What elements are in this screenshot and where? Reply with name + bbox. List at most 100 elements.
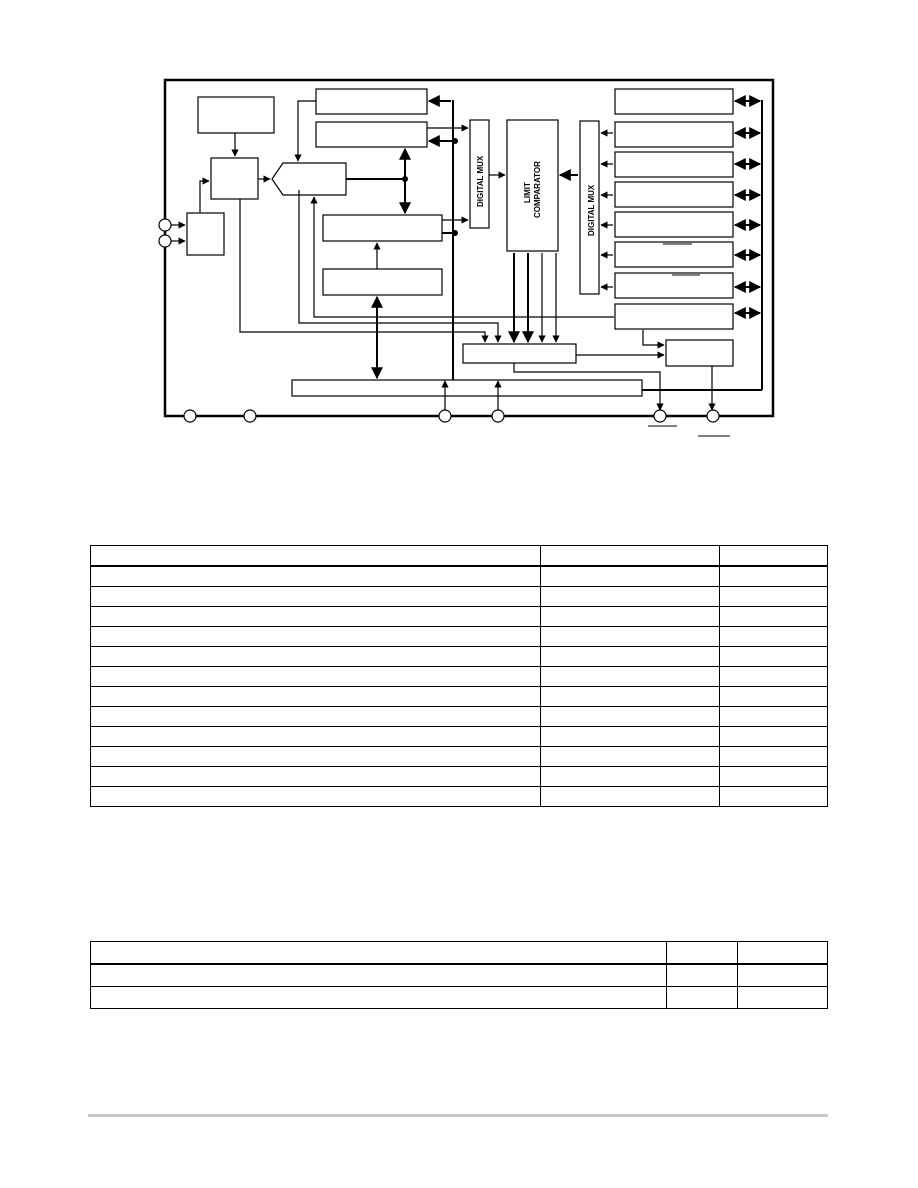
digital-mux-left bbox=[469, 119, 490, 229]
pin-bottom-4 bbox=[491, 409, 505, 423]
block-diagram: DIGITAL MUX LIMIT COMPARATOR DIGITAL MUX bbox=[158, 78, 775, 437]
table-cell bbox=[540, 666, 721, 687]
table-cell bbox=[89, 606, 542, 627]
pin-input-1 bbox=[158, 218, 172, 232]
table-cell bbox=[540, 686, 721, 707]
table-row bbox=[89, 963, 828, 987]
limit-comparator bbox=[506, 119, 559, 252]
table-row bbox=[89, 666, 828, 687]
table-cell bbox=[540, 706, 721, 727]
table-row bbox=[89, 986, 828, 1009]
chip-outline bbox=[163, 78, 775, 418]
pin-input-2 bbox=[158, 234, 172, 248]
block-input-buffer bbox=[186, 212, 225, 256]
table-cell bbox=[540, 606, 721, 627]
limit-comparator-label-2: COMPARATOR bbox=[533, 161, 542, 218]
limit-register-2 bbox=[614, 121, 734, 148]
table-cell bbox=[719, 786, 828, 807]
table-cell bbox=[89, 746, 542, 767]
register-2 bbox=[315, 121, 428, 148]
table-cell bbox=[540, 545, 721, 567]
register-1 bbox=[315, 88, 428, 115]
table-row bbox=[89, 706, 828, 727]
table-cell bbox=[719, 706, 828, 727]
table-cell bbox=[719, 686, 828, 707]
limit-register-6 bbox=[614, 241, 734, 268]
table-cell bbox=[666, 941, 739, 965]
table-cell bbox=[540, 646, 721, 667]
status-register bbox=[462, 343, 577, 364]
table-row bbox=[89, 766, 828, 787]
digital-mux-right-label: DIGITAL MUX bbox=[587, 184, 596, 236]
table-row bbox=[89, 726, 828, 747]
table-cell bbox=[737, 986, 828, 1009]
table-2 bbox=[89, 941, 828, 1009]
pin-bottom-3 bbox=[438, 409, 452, 423]
table-cell bbox=[89, 766, 542, 787]
table-cell bbox=[540, 766, 721, 787]
table-cell bbox=[89, 986, 668, 1009]
table-cell bbox=[719, 646, 828, 667]
register-4 bbox=[322, 268, 443, 296]
pin-bottom-2 bbox=[243, 409, 257, 423]
table-row bbox=[89, 786, 828, 807]
table-cell bbox=[719, 746, 828, 767]
table-cell bbox=[540, 586, 721, 607]
table-cell bbox=[89, 626, 542, 647]
table-row bbox=[89, 746, 828, 767]
table-row bbox=[89, 586, 828, 607]
table-cell bbox=[719, 606, 828, 627]
table-cell bbox=[719, 726, 828, 747]
table-cell bbox=[89, 545, 542, 567]
table-row bbox=[89, 686, 828, 707]
table-cell bbox=[540, 626, 721, 647]
limit-register-4 bbox=[614, 181, 734, 208]
table-cell bbox=[89, 786, 542, 807]
table-row bbox=[89, 646, 828, 667]
table-cell bbox=[89, 963, 668, 987]
table-row bbox=[89, 606, 828, 627]
pin-bottom-1 bbox=[183, 409, 197, 423]
table-cell bbox=[540, 726, 721, 747]
table-cell bbox=[89, 726, 542, 747]
table-cell bbox=[719, 586, 828, 607]
limit-comparator-label-1: LIMIT bbox=[523, 182, 532, 203]
table-cell bbox=[737, 941, 828, 965]
footer-rule bbox=[88, 1114, 828, 1117]
table-cell bbox=[89, 706, 542, 727]
adc-shape bbox=[271, 162, 347, 196]
table-cell bbox=[737, 963, 828, 987]
table-cell bbox=[719, 666, 828, 687]
table-cell bbox=[666, 963, 739, 987]
pin-bottom-6 bbox=[706, 409, 720, 423]
digital-mux-left-label: DIGITAL MUX bbox=[476, 155, 485, 207]
table-row bbox=[89, 941, 828, 965]
table-cell bbox=[540, 565, 721, 587]
block-mux-left bbox=[210, 157, 259, 200]
limit-register-3 bbox=[614, 151, 734, 178]
limit-register-8 bbox=[614, 303, 734, 330]
table-cell bbox=[719, 766, 828, 787]
block-top-left bbox=[197, 96, 275, 134]
table-cell bbox=[89, 646, 542, 667]
limit-register-7 bbox=[614, 272, 734, 299]
table-cell bbox=[89, 686, 542, 707]
table-cell bbox=[89, 941, 668, 965]
table-cell bbox=[89, 565, 542, 587]
table-row bbox=[89, 545, 828, 567]
table-cell bbox=[540, 786, 721, 807]
table-cell bbox=[540, 746, 721, 767]
table-cell bbox=[666, 986, 739, 1009]
pin-bottom-5 bbox=[653, 409, 667, 423]
digital-mux-right bbox=[579, 120, 600, 295]
register-3 bbox=[322, 214, 443, 242]
table-1 bbox=[89, 545, 828, 807]
table-cell bbox=[719, 626, 828, 647]
table-cell bbox=[89, 666, 542, 687]
limit-register-5 bbox=[614, 211, 734, 238]
interrupt-block bbox=[665, 339, 734, 367]
table-cell bbox=[719, 545, 828, 567]
table-cell bbox=[719, 565, 828, 587]
serial-bus-interface bbox=[291, 379, 643, 397]
limit-register-1 bbox=[614, 88, 734, 115]
